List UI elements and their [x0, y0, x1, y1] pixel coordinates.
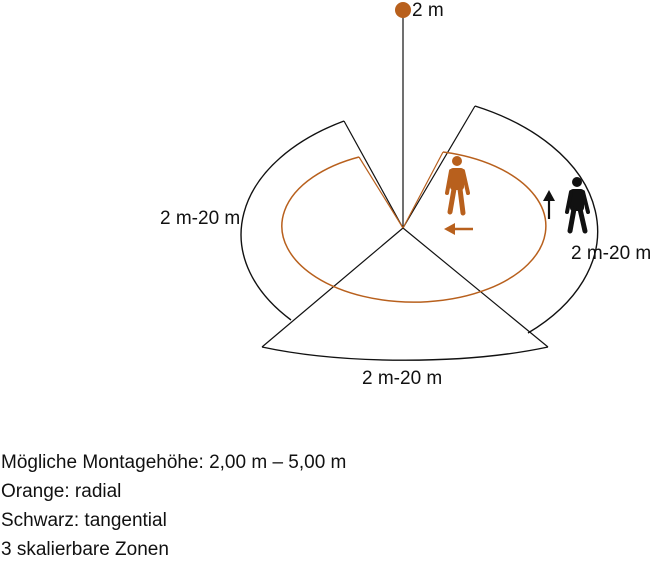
wedge-line: [402, 227, 549, 348]
outer-zone-bottom: [261, 346, 549, 361]
radial-wedge-line: [358, 156, 404, 229]
radial-zone-ellipse: [281, 151, 547, 303]
radial-wedge-line: [402, 151, 444, 229]
wedge-line: [343, 120, 404, 229]
walking-person-icon: [565, 177, 590, 234]
legend-black: Schwarz: tangential: [1, 510, 167, 531]
outer-zone-left: [240, 120, 345, 321]
wedge-line: [261, 227, 404, 348]
legend: Mögliche Montagehöhe: 2,00 m – 5,00 m Or…: [1, 448, 346, 564]
zone-bottom-label: 2 m-20 m: [362, 368, 443, 389]
mounting-height-label: 2 m: [412, 0, 444, 21]
legend-zones: 3 skalierbare Zonen: [1, 539, 169, 560]
zone-left-label: 2 m-20 m: [160, 208, 241, 229]
outer-zone-right: [474, 105, 599, 334]
legend-orange: Orange: radial: [1, 481, 122, 502]
legend-mounting-height: Mögliche Montagehöhe: 2,00 m – 5,00 m: [1, 452, 347, 473]
walking-person-icon: [445, 156, 470, 216]
wedge-line: [402, 105, 476, 229]
sensor-dot: [395, 2, 411, 18]
zone-right-label: 2 m-20 m: [571, 243, 652, 264]
arrow-left-icon: [444, 223, 473, 235]
arrow-up-icon: [543, 190, 555, 219]
